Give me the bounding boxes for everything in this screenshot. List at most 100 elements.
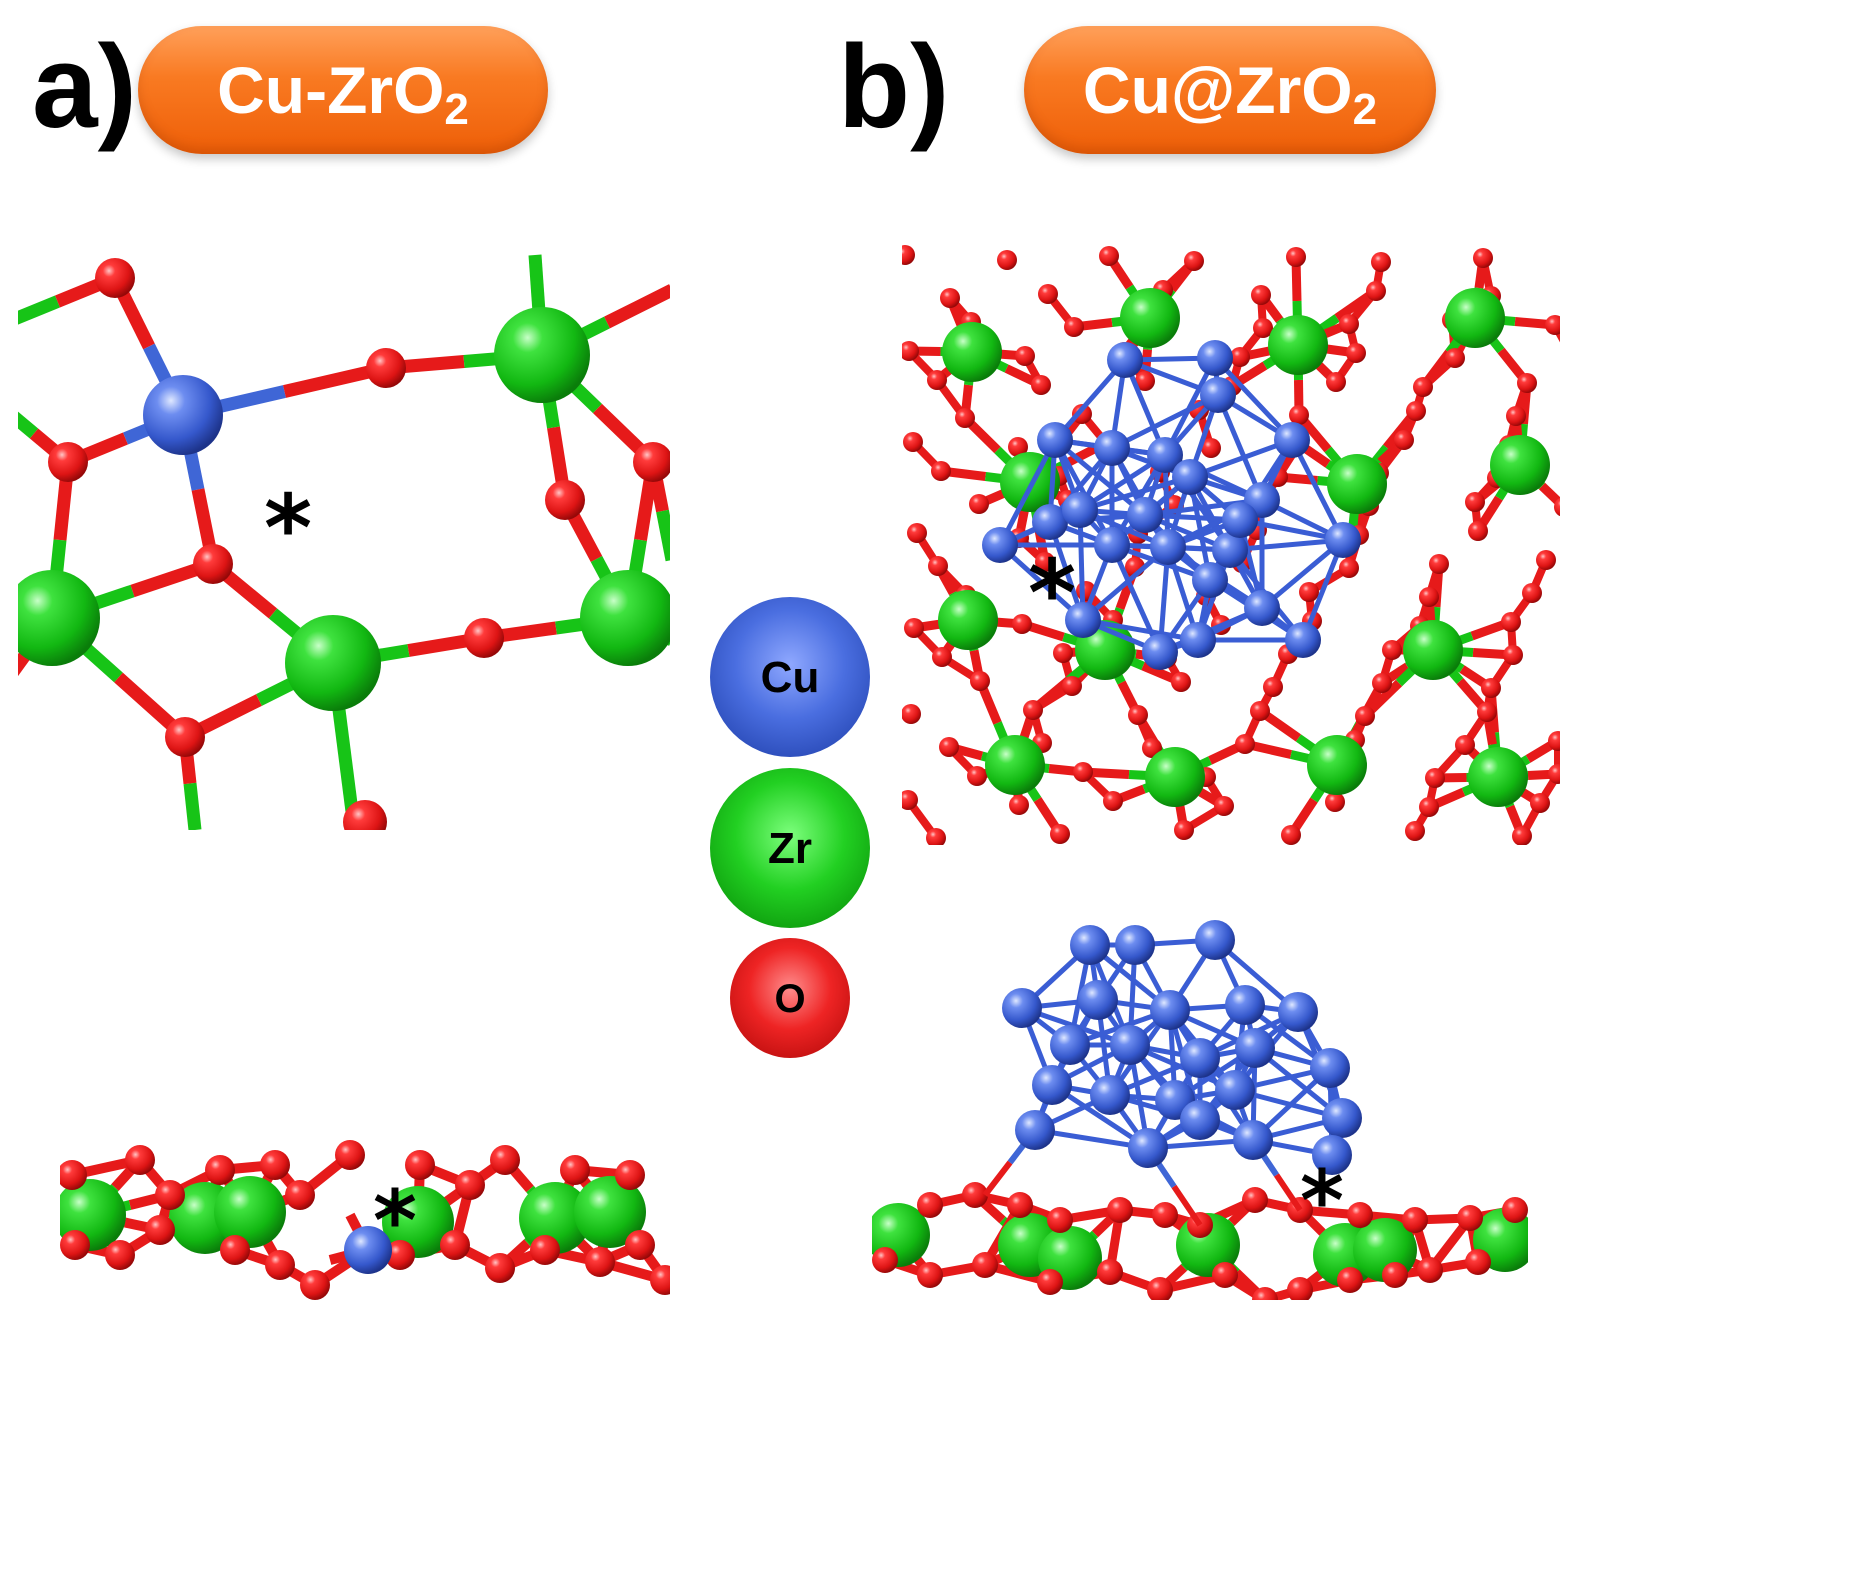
cu-atom	[1274, 422, 1310, 458]
o-atom	[1212, 1262, 1238, 1288]
legend-zr-sphere	[710, 768, 870, 928]
o-atom	[1128, 705, 1148, 725]
o-atom	[1174, 820, 1194, 840]
o-atom	[1512, 826, 1532, 845]
o-atom	[1429, 554, 1449, 574]
o-atom	[1289, 405, 1309, 425]
panel-b-title: Cu@ZrO	[1082, 53, 1353, 127]
o-atom	[1230, 347, 1250, 367]
o-atom	[1503, 645, 1523, 665]
o-atom	[1371, 252, 1391, 272]
panel-b-title-subscript: 2	[1352, 85, 1378, 134]
o-atom	[904, 618, 924, 638]
o-atom	[585, 1247, 615, 1277]
cu-cu-bond	[1079, 474, 1191, 513]
o-atom	[970, 671, 990, 691]
o-atom	[1184, 251, 1204, 271]
active-site-marker-b-side: *	[1300, 1152, 1344, 1250]
o-atom	[917, 1192, 943, 1218]
o-atom	[343, 800, 387, 830]
o-atom	[530, 1235, 560, 1265]
legend-o-sphere	[730, 938, 850, 1058]
panel-b-top-view	[902, 245, 1560, 845]
o-atom	[1251, 285, 1271, 305]
o-atom	[1406, 401, 1426, 421]
o-atom	[1372, 673, 1392, 693]
o-atom	[1545, 315, 1560, 335]
bond-half	[656, 509, 670, 562]
cu-atom	[143, 375, 223, 455]
legend-cu-sphere	[710, 597, 870, 757]
zr-atom	[942, 322, 1002, 382]
o-atom	[625, 1230, 655, 1260]
bond-half	[183, 782, 202, 830]
bond-half	[18, 411, 39, 439]
cu-atom	[1180, 622, 1216, 658]
o-atom	[902, 790, 918, 810]
o-atom	[60, 1160, 87, 1190]
panel-a-title-subscript: 2	[444, 85, 469, 134]
o-atom	[907, 523, 927, 543]
zr-atom	[1445, 288, 1505, 348]
o-atom	[1419, 797, 1439, 817]
cu-atom	[1322, 1098, 1362, 1138]
o-atom	[1135, 371, 1155, 391]
o-atom	[485, 1253, 515, 1283]
o-atom	[1073, 762, 1093, 782]
active-site-marker-a-side: *	[373, 1172, 417, 1270]
o-atom	[1325, 792, 1345, 812]
cu-cu-bond	[997, 438, 1058, 547]
cu-atom	[1200, 377, 1236, 413]
o-atom	[1299, 582, 1319, 602]
o-atom	[902, 704, 921, 724]
zr-atom	[494, 307, 590, 403]
cu-atom	[1065, 602, 1101, 638]
o-atom	[1347, 1202, 1373, 1228]
o-atom	[1394, 430, 1414, 450]
bond-half	[982, 1160, 1013, 1197]
o-atom	[1035, 552, 1055, 572]
o-atom	[927, 370, 947, 390]
o-atom	[1281, 825, 1301, 845]
o-atom	[105, 1240, 135, 1270]
cu-atom	[1310, 1048, 1350, 1088]
cu-atom	[1325, 522, 1361, 558]
o-atom	[145, 1215, 175, 1245]
o-atom	[1530, 793, 1550, 813]
o-atom	[931, 461, 951, 481]
o-atom	[650, 1265, 670, 1295]
legend-cu: Cu	[710, 597, 870, 757]
o-atom	[1008, 437, 1028, 457]
o-atom	[1465, 1249, 1491, 1275]
o-atom	[1457, 1205, 1483, 1231]
cu-atom	[1032, 1065, 1072, 1105]
o-atom	[366, 348, 406, 388]
legend-o-label: O	[774, 977, 805, 1021]
zr-atom	[985, 735, 1045, 795]
zr-atom	[1327, 454, 1387, 514]
zr-atom	[580, 570, 670, 666]
o-atom	[1382, 640, 1402, 660]
o-atom	[997, 250, 1017, 270]
o-atom	[1250, 701, 1270, 721]
cu-atom	[1285, 622, 1321, 658]
o-atom	[60, 1230, 90, 1260]
o-atom	[1047, 1207, 1073, 1233]
o-atom	[125, 1145, 155, 1175]
cu-atom	[1127, 497, 1163, 533]
o-atom	[1339, 314, 1359, 334]
panel-a-letter: a)	[32, 21, 137, 153]
element-legend: Cu Zr O	[710, 597, 870, 1058]
o-atom	[1346, 343, 1366, 363]
o-atom	[1554, 497, 1560, 517]
o-atom	[1506, 406, 1526, 426]
o-atom	[1405, 821, 1425, 841]
active-site-marker-b-top: *	[1028, 540, 1076, 647]
o-atom	[1147, 1277, 1173, 1300]
o-atom	[1536, 550, 1556, 570]
zr-atom	[1468, 747, 1528, 807]
o-atom	[1413, 377, 1433, 397]
o-atom	[1038, 284, 1058, 304]
legend-zr-label: Zr	[768, 824, 812, 873]
